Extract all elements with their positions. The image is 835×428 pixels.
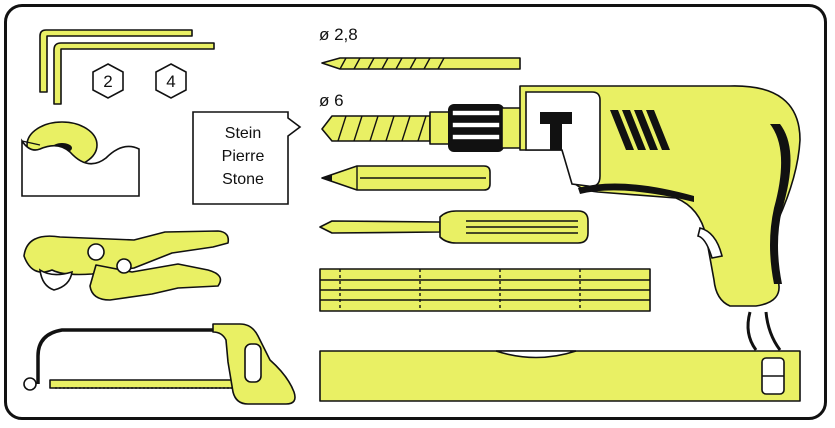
hacksaw <box>23 323 296 405</box>
folding-ruler <box>319 268 651 312</box>
tape-dispenser <box>21 121 140 197</box>
pencil <box>321 165 491 191</box>
material-label-en: Stone <box>222 171 264 188</box>
drill-bit-6 <box>321 115 431 142</box>
material-label-box <box>192 111 302 205</box>
pruning-shears <box>23 230 230 301</box>
drill-bit-6-label: ø 6 <box>319 91 344 110</box>
material-label-fr: Pierre <box>221 148 265 165</box>
hex-size-4 <box>155 63 187 99</box>
illustration-frame <box>4 4 827 420</box>
material-label-de: Stein <box>224 125 262 142</box>
drill-bit-2-8 <box>321 57 521 70</box>
electric-drill <box>429 85 801 351</box>
hex-key-size-4-label: 4 <box>166 72 176 91</box>
drill-bit-2-8-label: ø 2,8 <box>319 25 358 44</box>
screwdriver <box>319 210 589 244</box>
hex-keys <box>39 29 215 105</box>
hex-key-size-2-label: 2 <box>103 72 113 91</box>
hex-size-2 <box>92 63 124 99</box>
spirit-level <box>319 350 801 402</box>
material-label: Stein Pierre Stone <box>208 122 278 191</box>
